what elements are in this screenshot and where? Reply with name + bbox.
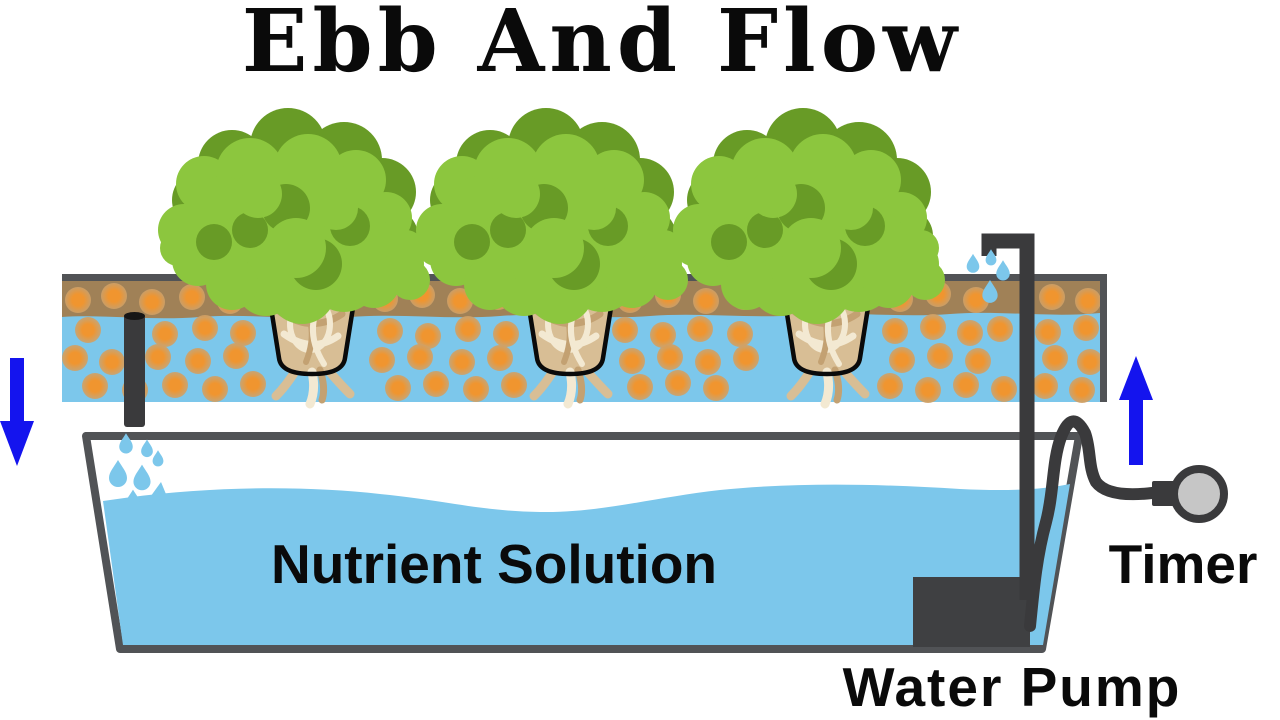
- reservoir: Nutrient Solution: [82, 432, 1083, 653]
- pebble: [627, 374, 653, 400]
- pebble: [657, 344, 683, 370]
- pebble: [240, 371, 266, 397]
- pebble: [957, 320, 983, 346]
- pebble: [1075, 288, 1101, 314]
- pebble: [1077, 349, 1103, 375]
- pebble: [1042, 345, 1068, 371]
- pebble: [415, 323, 441, 349]
- pebble: [927, 343, 953, 369]
- pebble: [733, 345, 759, 371]
- pebble: [449, 349, 475, 375]
- pebble: [62, 345, 88, 371]
- pebble: [101, 283, 127, 309]
- pebble: [377, 318, 403, 344]
- pump-pipe-icon: [981, 233, 1035, 600]
- pebble: [665, 370, 691, 396]
- pebble: [915, 377, 941, 403]
- water-pump-icon: [913, 577, 1030, 647]
- pebble: [619, 348, 645, 374]
- pebble: [202, 376, 228, 402]
- pebble: [687, 316, 713, 342]
- splash-icon: [148, 482, 168, 500]
- tray-right-edge: [1100, 274, 1107, 402]
- pebble: [693, 288, 719, 314]
- pebble: [987, 316, 1013, 342]
- pebble: [487, 345, 513, 371]
- down-arrow-icon: [0, 358, 34, 466]
- pebble: [99, 349, 125, 375]
- pebble: [963, 287, 989, 313]
- up-arrow-icon: [1119, 356, 1153, 465]
- pebble: [1032, 373, 1058, 399]
- pebble: [727, 321, 753, 347]
- pebble: [463, 376, 489, 402]
- pebble: [1069, 377, 1095, 403]
- pebble: [152, 321, 178, 347]
- pebble: [1073, 315, 1099, 341]
- pebble: [230, 320, 256, 346]
- pebble: [703, 375, 729, 401]
- pebble: [991, 376, 1017, 402]
- reservoir-water: [103, 484, 1070, 645]
- pebble: [223, 343, 249, 369]
- pebble: [889, 347, 915, 373]
- nutrient-solution-label: Nutrient Solution: [271, 533, 717, 595]
- pebble: [162, 372, 188, 398]
- pebble: [407, 344, 433, 370]
- pebble: [385, 375, 411, 401]
- pebble: [612, 317, 638, 343]
- pebble: [192, 315, 218, 341]
- pebble: [369, 347, 395, 373]
- pebble: [1039, 284, 1065, 310]
- pebble: [953, 372, 979, 398]
- pebble: [650, 322, 676, 348]
- pebble: [82, 373, 108, 399]
- pebble: [920, 314, 946, 340]
- pebble: [877, 373, 903, 399]
- pebble: [493, 321, 519, 347]
- page-title: Ebb And Flow: [242, 0, 962, 92]
- timer-label: Timer: [1109, 533, 1258, 595]
- pebble: [145, 344, 171, 370]
- pebble: [179, 284, 205, 310]
- pebble: [965, 348, 991, 374]
- drain-pipe-icon: [124, 312, 145, 427]
- clay-pebbles: [62, 281, 1103, 403]
- pebble: [75, 317, 101, 343]
- timer-icon: [1170, 465, 1228, 523]
- power-cable-icon: [1024, 415, 1158, 632]
- pebble: [65, 287, 91, 313]
- pebble: [501, 372, 527, 398]
- pebble: [455, 316, 481, 342]
- pebble: [185, 348, 211, 374]
- plug-icon: [1152, 481, 1176, 506]
- pebble: [882, 318, 908, 344]
- pebble: [695, 349, 721, 375]
- pebble: [423, 371, 449, 397]
- water-pump-label: Water Pump: [843, 656, 1182, 718]
- pebble: [139, 289, 165, 315]
- pebble: [1035, 319, 1061, 345]
